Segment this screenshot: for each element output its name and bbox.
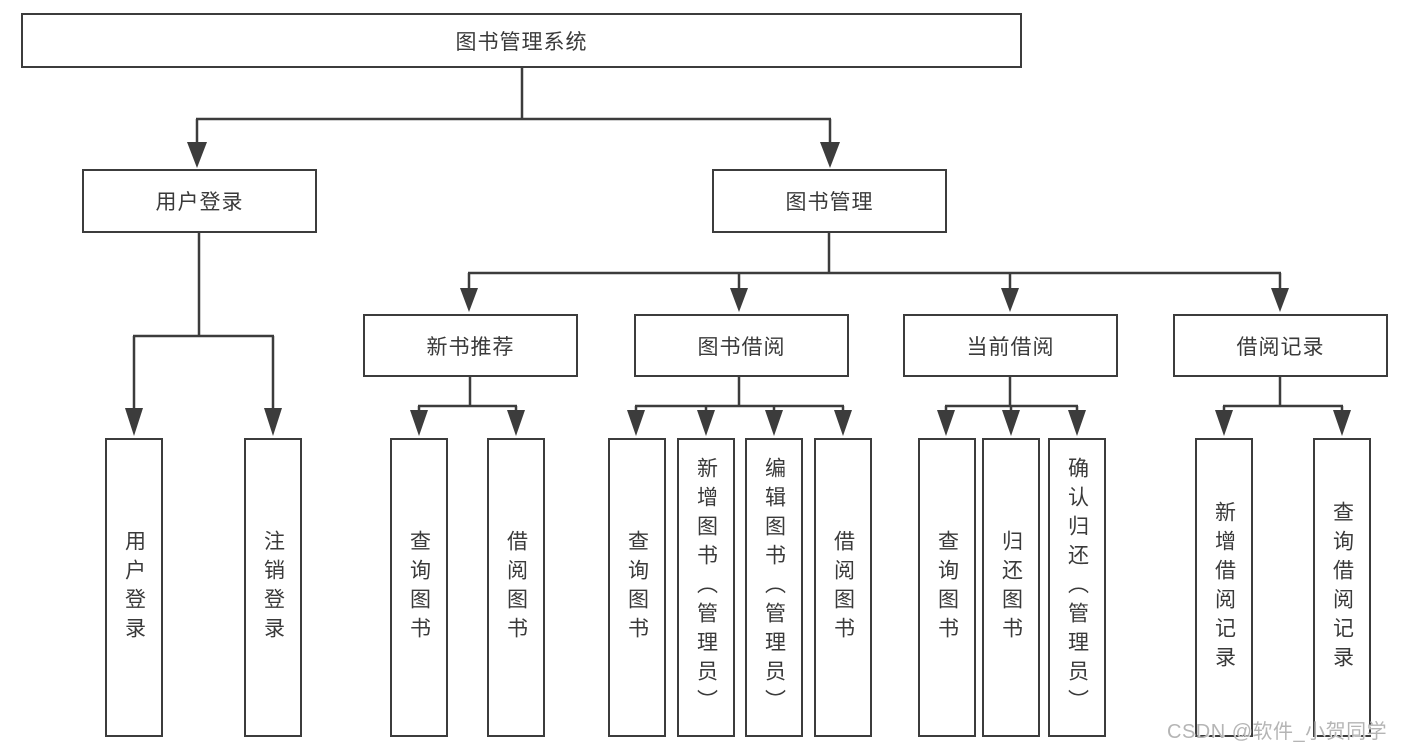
leaf-cb-confirm-return-admin-label: 确认归还（管理员） [1065, 457, 1089, 718]
leaf-logout: 注销登录 [244, 438, 302, 737]
leaf-bb-add-book-admin-label: 新增图书（管理员） [694, 457, 718, 718]
leaf-cb-return-books-label: 归还图书 [999, 529, 1023, 646]
node-book-borrowing: 图书借阅 [634, 314, 849, 377]
node-new-book-recommendation: 新书推荐 [363, 314, 578, 377]
node-book-borrowing-label: 图书借阅 [697, 335, 786, 359]
leaf-bb-query-books-label: 查询图书 [625, 529, 649, 646]
node-user-login-label: 用户登录 [155, 191, 244, 214]
leaf-user-login: 用户登录 [105, 438, 163, 737]
node-new-book-recommendation-label: 新书推荐 [426, 335, 515, 359]
leaf-cb-confirm-return-admin: 确认归还（管理员） [1048, 438, 1106, 737]
node-book-management: 图书管理 [712, 169, 947, 233]
leaf-logout-label: 注销登录 [261, 529, 285, 646]
leaf-br-query-borrow-record: 查询借阅记录 [1313, 438, 1371, 737]
leaf-bb-add-book-admin: 新增图书（管理员） [677, 438, 735, 737]
leaf-bb-edit-book-admin-label: 编辑图书（管理员） [762, 457, 786, 718]
leaf-br-query-borrow-record-label: 查询借阅记录 [1330, 500, 1354, 675]
leaf-bb-edit-book-admin: 编辑图书（管理员） [745, 438, 803, 737]
leaf-user-login-label: 用户登录 [122, 529, 146, 646]
leaf-br-add-borrow-record: 新增借阅记录 [1195, 438, 1253, 737]
csdn-watermark: CSDN @软件_小贺同学 [1167, 721, 1388, 743]
node-library-management-system-label: 图书管理系统 [455, 30, 588, 54]
leaf-cb-query-books: 查询图书 [918, 438, 976, 737]
leaf-nbr-borrow-books: 借阅图书 [487, 438, 545, 737]
node-borrowing-records-label: 借阅记录 [1236, 335, 1325, 359]
leaf-cb-return-books: 归还图书 [982, 438, 1040, 737]
leaf-br-add-borrow-record-label: 新增借阅记录 [1212, 500, 1236, 675]
node-borrowing-records: 借阅记录 [1173, 314, 1388, 377]
leaf-nbr-borrow-books-label: 借阅图书 [504, 529, 528, 646]
node-current-borrowing-label: 当前借阅 [966, 335, 1055, 359]
arrowheads [125, 142, 1351, 436]
node-book-management-label: 图书管理 [785, 191, 874, 214]
leaf-nbr-query-books-label: 查询图书 [407, 529, 431, 646]
node-user-login: 用户登录 [82, 169, 317, 233]
leaf-bb-borrow-books-label: 借阅图书 [831, 529, 855, 646]
node-library-management-system: 图书管理系统 [21, 13, 1022, 68]
leaf-nbr-query-books: 查询图书 [390, 438, 448, 737]
leaf-bb-query-books: 查询图书 [608, 438, 666, 737]
node-current-borrowing: 当前借阅 [903, 314, 1118, 377]
leaf-bb-borrow-books: 借阅图书 [814, 438, 872, 737]
leaf-cb-query-books-label: 查询图书 [935, 529, 959, 646]
